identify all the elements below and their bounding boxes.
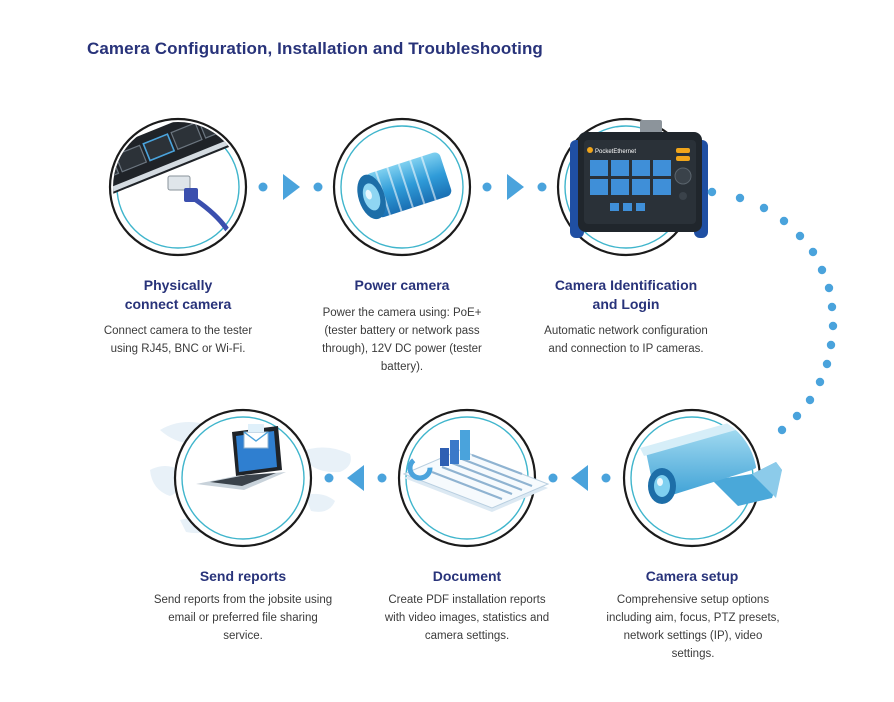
step-title-power-camera: Power camera [354,277,450,293]
laptop-email-icon [196,424,286,490]
step-camera-setup [622,408,782,548]
ethernet-port-cable-icon [113,122,243,247]
step-power-camera [332,117,472,257]
step-title-camera-identification: Camera Identification and Login [554,277,698,312]
arrow-step4-to-step5 [548,465,611,491]
cctv-camera-icon [640,418,782,506]
step-camera-identification: PocketEthernet [556,117,708,257]
step-title-document: Document [432,568,502,584]
report-document-icon [402,430,550,512]
camera-lens-cylinder-icon [357,152,452,220]
step-send-reports [173,408,313,548]
tester-device-icon: PocketEthernet [570,120,708,238]
step-title-send-reports: Send reports [199,568,287,584]
step-description-power-camera: Power the camera using: PoE+ (tester bat… [322,307,482,373]
step-description-send-reports: Send reports from the jobsite using emai… [153,594,333,642]
device-brand-text: PocketEthernet [595,149,636,155]
step-description-camera-identification: Automatic network configuration and conn… [544,325,708,355]
step-title-physically-connect: Physically connect camera [124,277,232,312]
page-title: Camera Configuration, Installation and T… [87,39,543,58]
arrow-step5-to-step6 [324,465,387,491]
arrow-step1-to-step2 [258,174,323,200]
step-description-document: Create PDF installation reports with vid… [384,594,550,642]
step-document [397,408,550,548]
envelope-icon [243,424,269,449]
step-physically-connect [108,117,248,257]
step-description-physically-connect: Connect camera to the tester using RJ45,… [103,325,253,355]
dotted-curve-step3-to-step4 [707,187,838,435]
step-title-camera-setup: Camera setup [645,568,739,584]
step-description-camera-setup: Comprehensive setup options including ai… [606,594,780,660]
arrow-step2-to-step3 [482,174,547,200]
